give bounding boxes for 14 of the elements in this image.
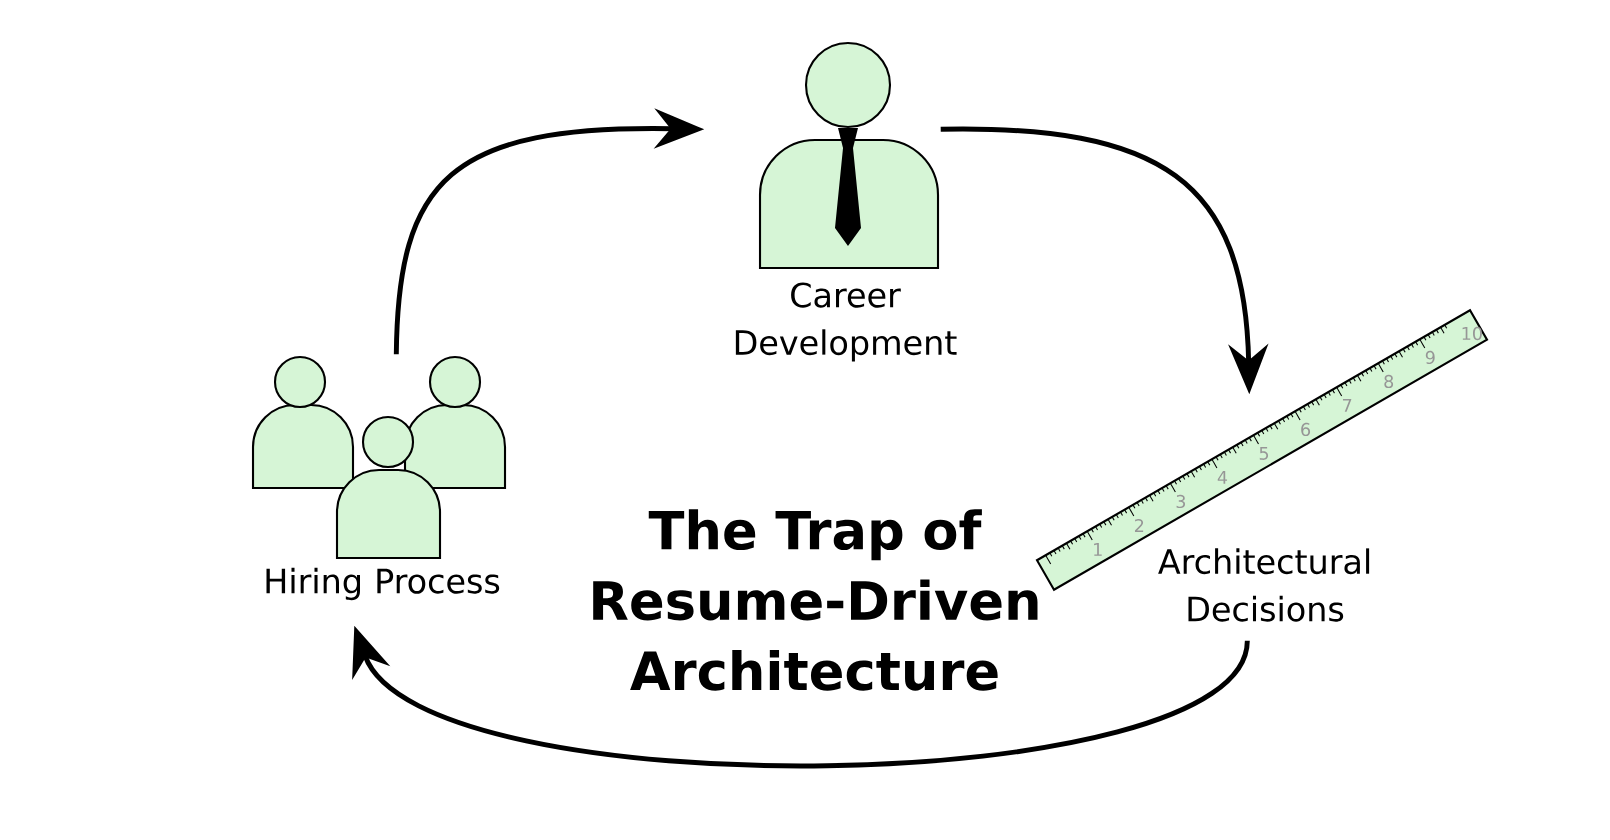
title: The Trap of Resume-Driven Architecture <box>593 509 1038 691</box>
ruler-number: 3 <box>1176 494 1186 509</box>
ruler-number: 10 <box>1462 326 1482 341</box>
ruler-number: 4 <box>1217 471 1228 484</box>
node-label: Career Development <box>735 282 957 362</box>
ruler-number: 1 <box>1094 543 1102 556</box>
ruler-number: 5 <box>1259 446 1269 460</box>
node-label: Architectural Decisions <box>1158 548 1370 622</box>
ruler-number: 8 <box>1384 374 1394 389</box>
node-label: Hiring Process <box>266 567 500 601</box>
ruler-number: 2 <box>1134 518 1144 532</box>
ruler-number: 7 <box>1343 399 1352 412</box>
ruler-number: 6 <box>1301 422 1311 437</box>
ruler-number: 9 <box>1425 350 1435 365</box>
